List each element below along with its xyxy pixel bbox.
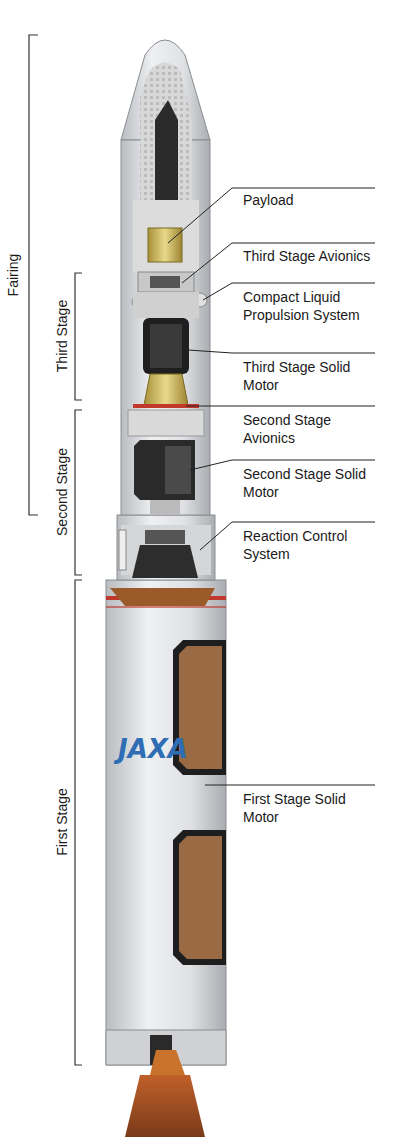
part-label: Second Stage Avionics: [243, 411, 358, 447]
part-label: Second Stage Solid Motor: [243, 465, 383, 501]
stage-bracket-label: Third Stage: [53, 300, 71, 372]
stage-brackets: [29, 35, 82, 1065]
part-label: Compact Liquid Propulsion System: [243, 288, 393, 324]
part-label: Payload: [243, 191, 393, 209]
part-label: Third Stage Solid Motor: [243, 358, 383, 394]
part-label: Reaction Control System: [243, 527, 383, 563]
stage-bracket-label: Second Stage: [53, 448, 71, 536]
part-label: First Stage Solid Motor: [243, 790, 383, 826]
agency-logo: JAXA: [118, 735, 188, 763]
part-label: Third Stage Avionics: [243, 247, 393, 265]
stage-bracket-label: First Stage: [53, 788, 71, 856]
stage-bracket-label: Fairing: [4, 254, 22, 297]
